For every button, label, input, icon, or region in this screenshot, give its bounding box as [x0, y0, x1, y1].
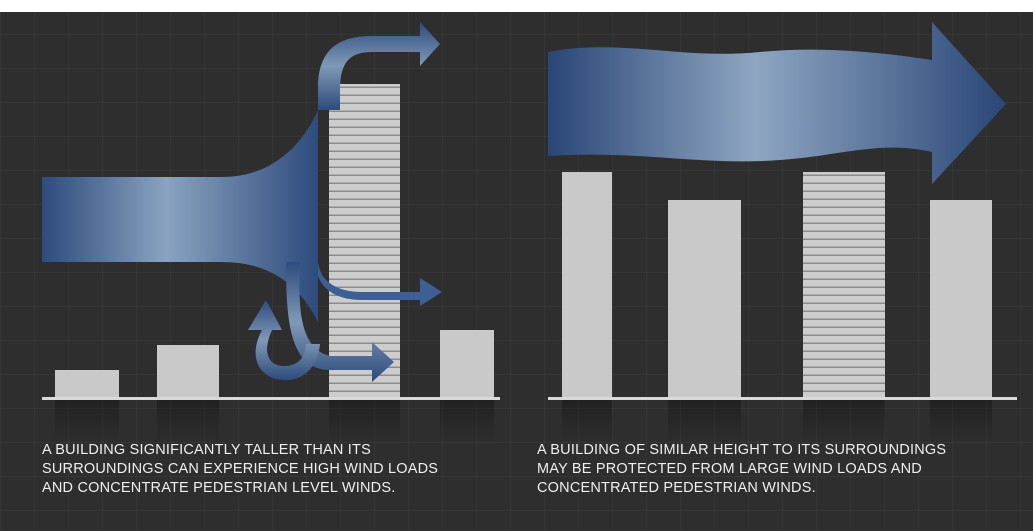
reflection	[668, 400, 741, 444]
reflection	[562, 400, 612, 444]
caption-tall-building: A BUILDING SIGNIFICANTLY TALLER THAN ITS…	[42, 441, 462, 498]
wind-over-roofs-arrow	[548, 22, 1006, 184]
building-with-floors	[803, 172, 885, 398]
right-scene	[548, 22, 1017, 444]
building	[562, 172, 612, 398]
low-building	[440, 330, 494, 398]
tall-building	[329, 84, 400, 398]
building	[930, 200, 992, 398]
ground-line	[548, 397, 1017, 400]
incoming-wind-band	[42, 110, 318, 322]
low-building	[157, 345, 219, 398]
building	[668, 200, 741, 398]
reflection	[157, 400, 219, 444]
caption-similar-height: A BUILDING OF SIMILAR HEIGHT TO ITS SURR…	[537, 441, 977, 498]
reflection	[440, 400, 494, 444]
reflection	[803, 400, 885, 444]
left-scene	[42, 22, 500, 444]
reflection	[329, 400, 400, 444]
ground-line	[42, 397, 500, 400]
low-building	[55, 370, 119, 398]
reflection	[55, 400, 119, 444]
reflection	[930, 400, 992, 444]
